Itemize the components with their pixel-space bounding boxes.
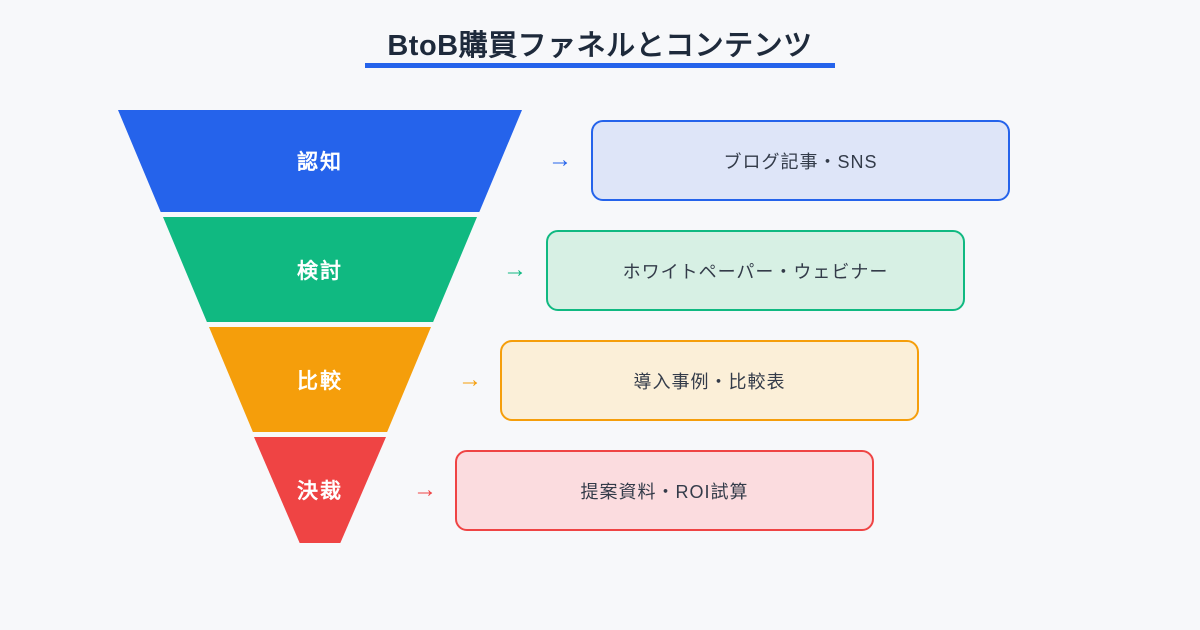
content-box-label: 導入事例・比較表 [633,371,786,392]
right-arrow-icon: → [458,366,482,393]
title-underline [365,63,835,68]
content-box-label: 提案資料・ROI試算 [580,481,749,502]
funnel-stage-decision: 決裁 [254,437,386,543]
funnel-stage-consideration: 検討 [163,217,477,322]
content-box-awareness: ブログ記事・SNS [591,120,1010,201]
stage-label: 比較 [297,369,343,393]
page-title: BtoB購買ファネルとコンテンツ [387,30,813,62]
right-arrow-icon: → [413,476,437,503]
stage-label: 決裁 [297,480,343,503]
right-arrow-icon: → [548,146,572,173]
funnel-stage-comparison: 比較 [209,327,431,432]
content-box-decision: 提案資料・ROI試算 [455,450,874,531]
stage-label: 検討 [297,259,343,283]
content-box-comparison: 導入事例・比較表 [500,340,919,421]
content-box-consideration: ホワイトペーパー・ウェビナー [546,230,965,311]
content-box-label: ホワイトペーパー・ウェビナー [622,261,889,282]
funnel-stage-awareness: 認知 [118,110,522,212]
stage-label: 認知 [297,151,343,174]
content-box-label: ブログ記事・SNS [723,151,878,172]
right-arrow-icon: → [503,256,527,283]
